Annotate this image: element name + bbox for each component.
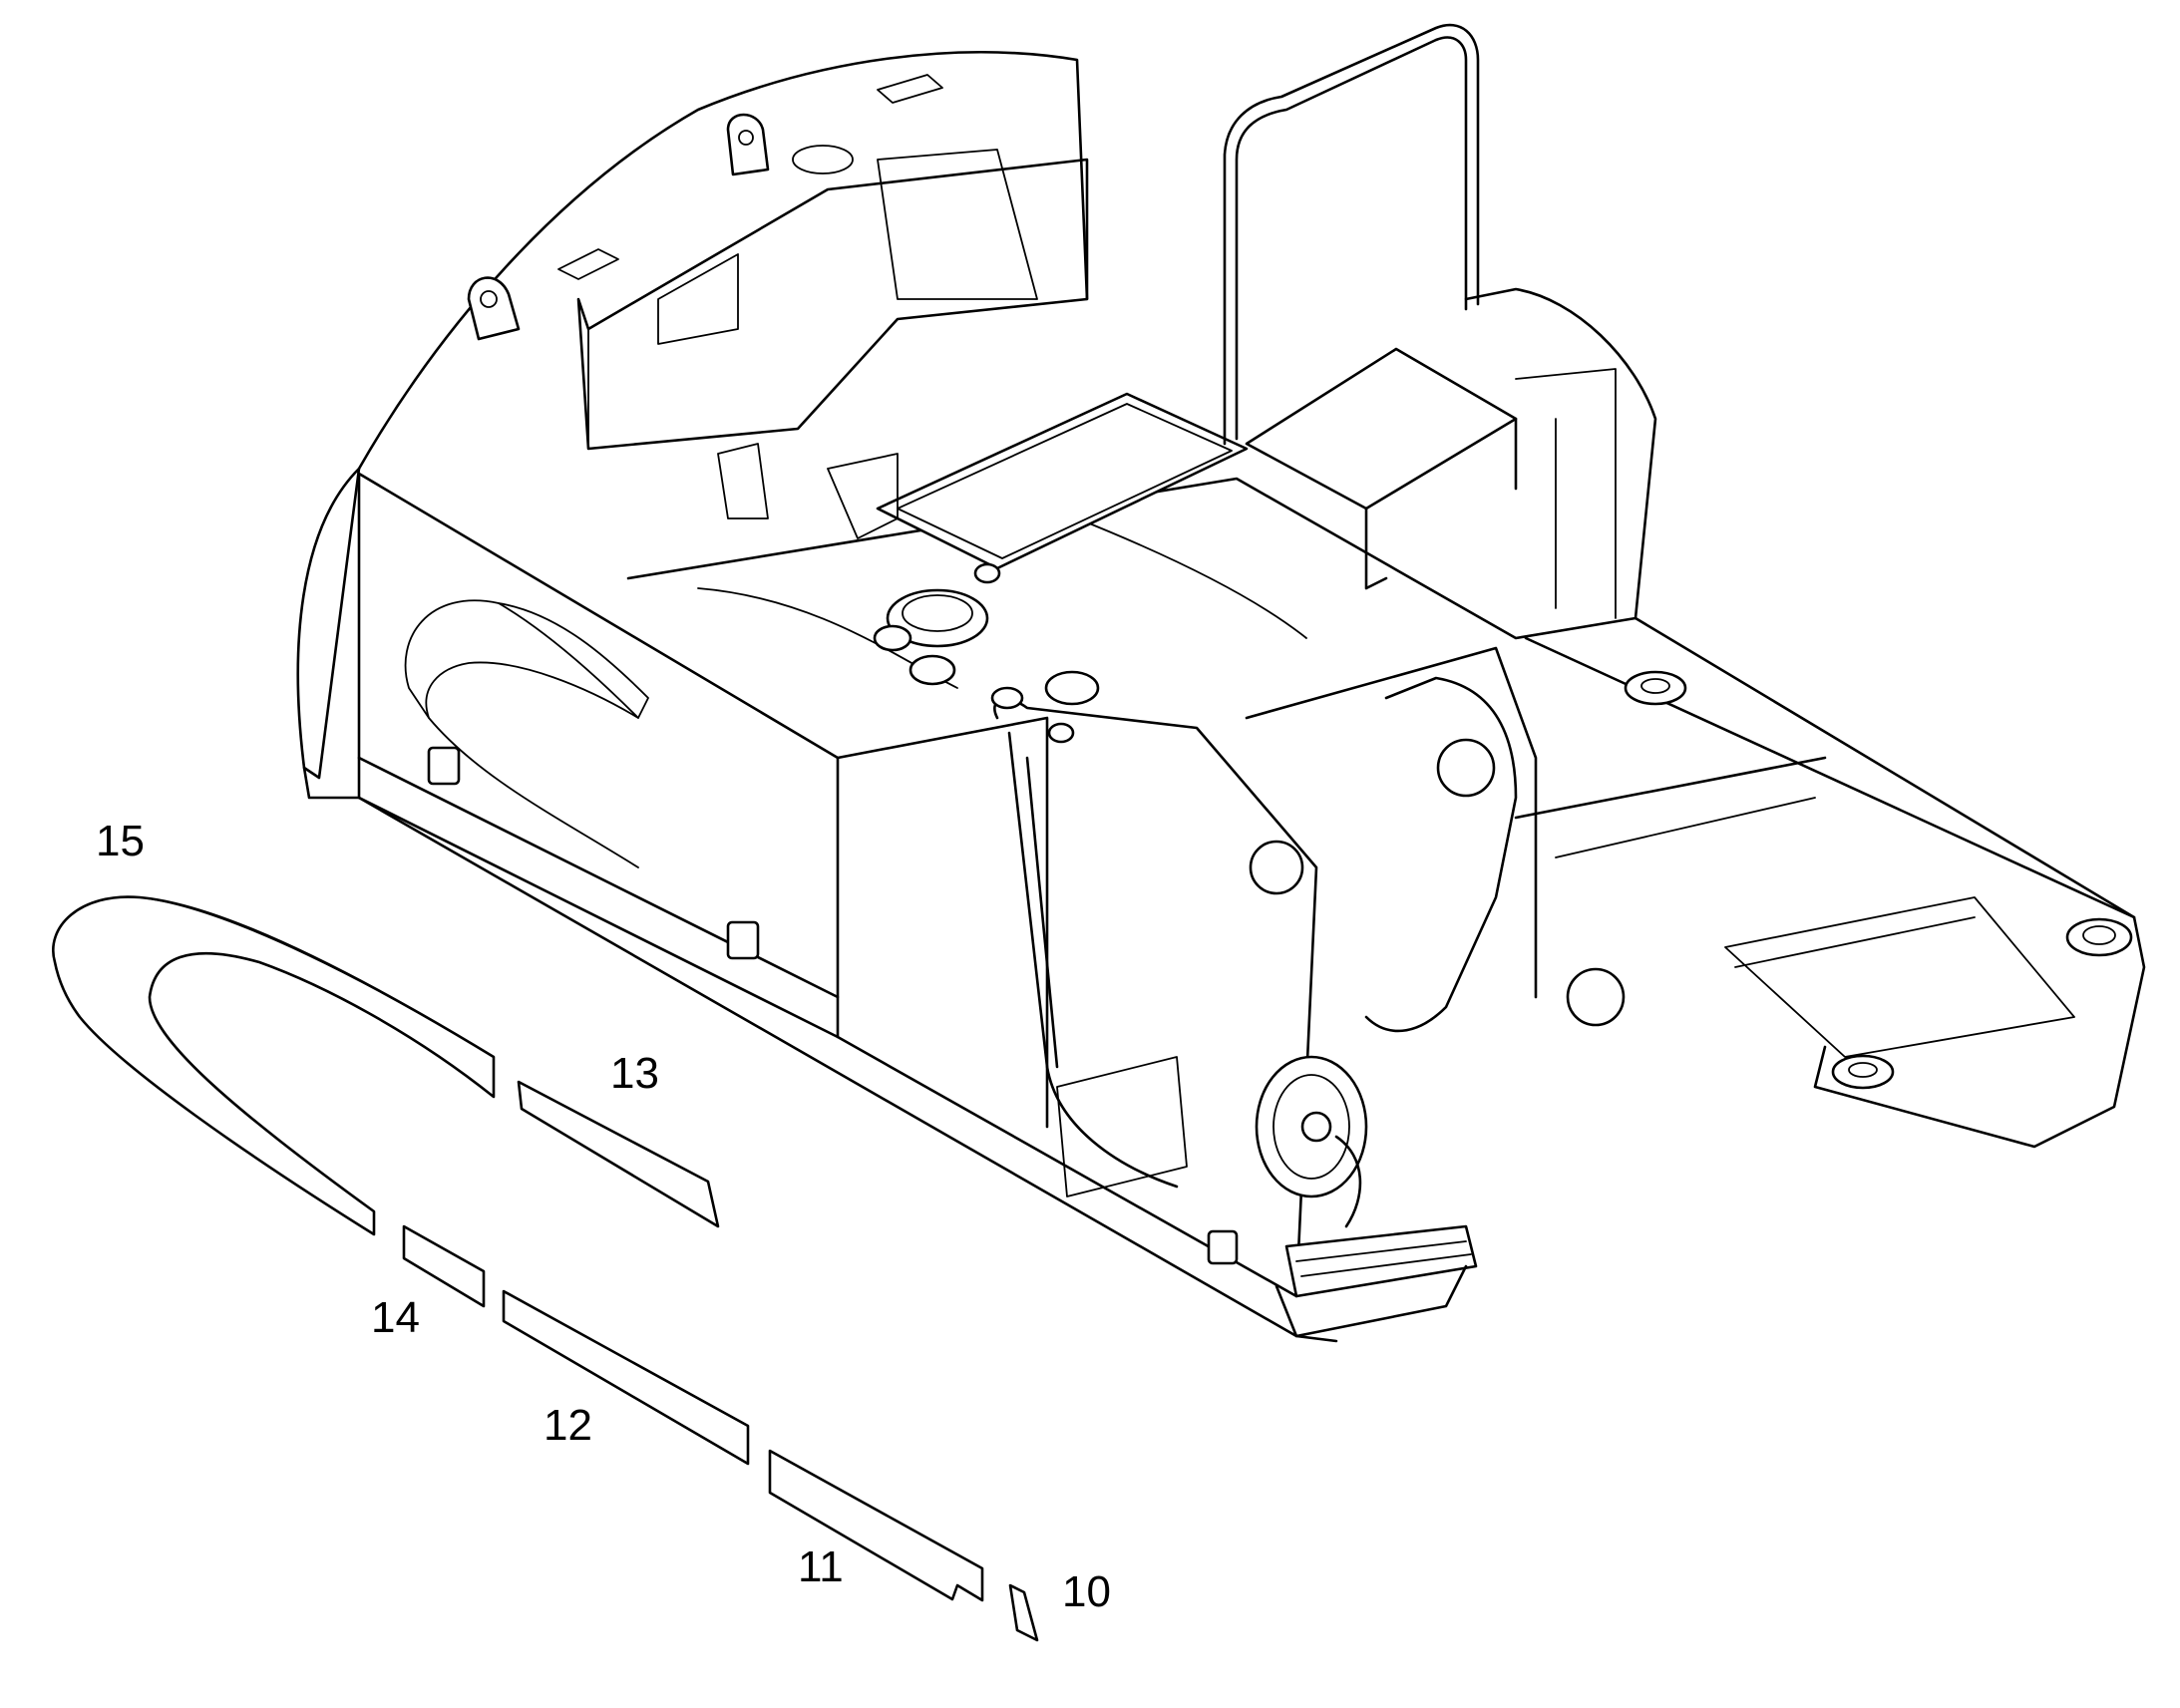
decal-12 (502, 1289, 750, 1466)
callout-13: 13 (610, 1049, 659, 1098)
decal-11 (768, 1449, 984, 1602)
upper-structure (296, 23, 2146, 1343)
callout-11: 11 (798, 1542, 844, 1591)
callout-15: 15 (96, 817, 145, 865)
callout-10: 10 (1062, 1567, 1111, 1616)
callout-14: 14 (371, 1293, 420, 1342)
decal-13 (517, 1080, 720, 1228)
decal-14 (402, 1224, 486, 1308)
decal-10 (1008, 1583, 1039, 1642)
callout-12: 12 (544, 1401, 592, 1450)
decal-parts (52, 895, 1039, 1642)
decal-15 (52, 895, 496, 1236)
